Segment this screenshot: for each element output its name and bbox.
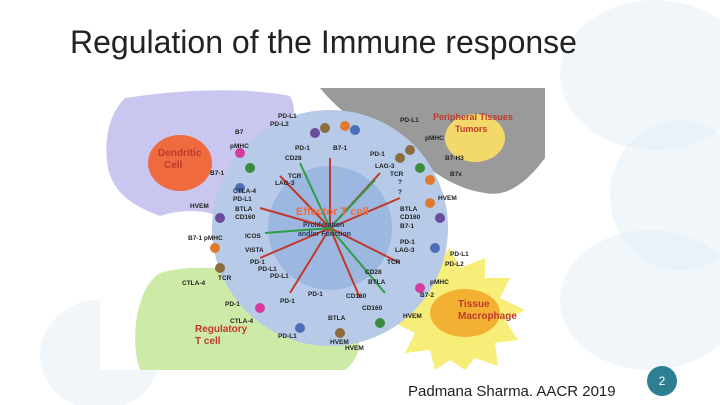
molecule-label: PD-L2 (270, 121, 289, 128)
molecule-label: BTLA (235, 206, 253, 213)
citation: Padmana Sharma. AACR 2019 (408, 383, 616, 400)
molecule-label: ? (398, 179, 402, 186)
molecule-label: BTLA (328, 315, 346, 322)
slide-title: Regulation of the Immune response (70, 24, 577, 60)
molecule-label: CD28 (285, 155, 302, 162)
molecule-label: BTLA (368, 279, 386, 286)
molecule-label: CTLA-4 (233, 188, 256, 195)
molecule-label: CTLA-4 (230, 318, 253, 325)
molecule-label: PD-L1 (233, 196, 252, 203)
molecule-label: PD-1 (280, 298, 295, 305)
molecule-label: PD-L2 (445, 261, 464, 268)
molecule-label: CD160 (400, 214, 421, 221)
molecule-label: HVEM (190, 203, 209, 210)
molecule-label: B7-1 pMHC (188, 235, 223, 242)
molecule-label: PD-L1 (278, 113, 297, 120)
molecule-label: TCR (390, 171, 404, 178)
molecule-label: CD160 (235, 214, 256, 221)
molecule-label: pMHC (430, 279, 449, 286)
effector-tcell-title: Effector T cell (296, 206, 369, 218)
molecule-label: HVEM (438, 195, 457, 202)
macrophage-nucleus (430, 289, 500, 337)
molecule-label: LAG-3 (275, 180, 295, 187)
receptor-beads (210, 121, 445, 338)
molecule-label: PD-1 (225, 301, 240, 308)
peripheral-tissue-shape (320, 88, 545, 194)
page-number-badge: 2 (647, 366, 677, 396)
activating-signals (264, 162, 386, 294)
molecule-label: VISTA (245, 247, 264, 254)
molecule-label: B7-1 (400, 223, 414, 230)
molecule-label: PD-L1 (400, 117, 419, 124)
molecule-label: HVEM (345, 345, 364, 352)
molecule-label: B7x (450, 171, 462, 178)
molecule-label: CD160 (362, 305, 383, 312)
molecule-label: TCR (218, 275, 232, 282)
molecule-label: BTLA (400, 206, 418, 213)
molecule-label: PD-1 (295, 145, 310, 152)
molecule-label: PD-1 (370, 151, 385, 158)
molecule-label: PD-1 (308, 291, 323, 298)
molecule-label: HVEM (330, 339, 349, 346)
molecule-label: B7 (235, 129, 244, 136)
molecule-label: PD-1 (250, 259, 265, 266)
molecule-label: pMHC (230, 143, 249, 150)
molecule-label: pMHC (425, 135, 444, 142)
molecule-label: HVEM (403, 313, 422, 320)
molecule-label: PD-L1 (258, 266, 277, 273)
molecule-label: PD-L1 (270, 273, 289, 280)
molecule-label: B7-2 (420, 292, 434, 299)
molecule-label: LAG-3 (395, 247, 415, 254)
dendritic-nucleus (148, 135, 212, 191)
molecule-label: ICOS (245, 233, 262, 240)
molecule-label: CD160 (346, 293, 367, 300)
molecule-label: PD-L1 (450, 251, 469, 258)
molecule-label: LAG-3 (375, 163, 395, 170)
tumor-nucleus (445, 114, 505, 162)
molecule-label: PD-L1 (278, 333, 297, 340)
molecule-label: PD-1 (400, 239, 415, 246)
molecule-label: TCR (387, 259, 401, 266)
molecule-label: B7-1 (333, 145, 347, 152)
molecule-label: TCR (288, 173, 302, 180)
bg-decoration (560, 230, 720, 370)
molecule-label: B7-H3 (445, 155, 464, 162)
molecule-labels: PD-L1 PD-L2 B7 pMHC CD28 TCR LAG-3 B7-1 … (182, 113, 469, 352)
molecule-label: CTLA-4 (182, 280, 205, 287)
molecule-label: CD28 (365, 269, 382, 276)
molecule-label: ? (398, 189, 402, 196)
molecule-label: B7-1 (210, 170, 224, 177)
